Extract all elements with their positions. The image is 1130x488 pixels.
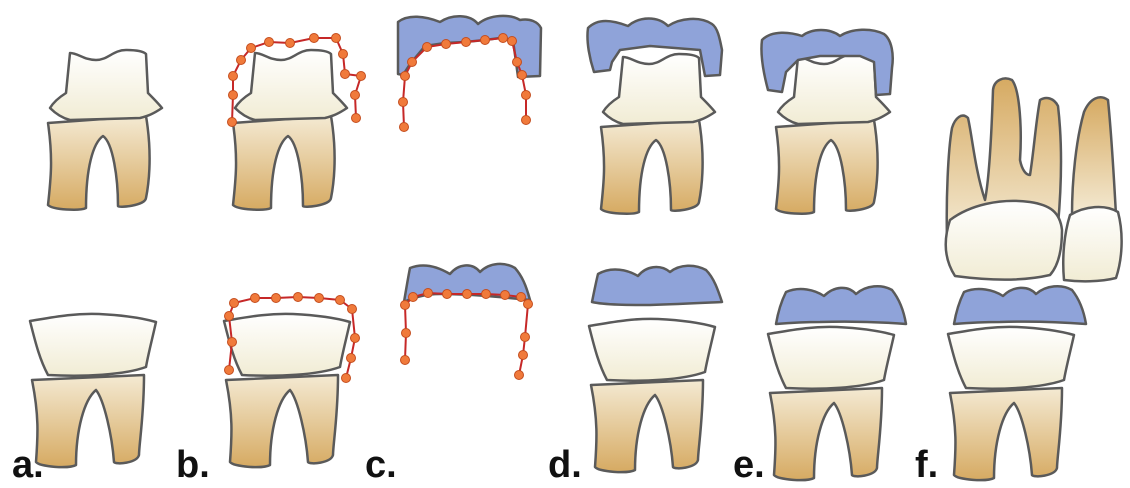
panel-c-lower-margin-trace	[401, 289, 533, 380]
panel-e-lower-tooth	[768, 327, 894, 480]
panel-f-opposing-upper-teeth	[946, 78, 1122, 281]
panel-a-upper-tooth	[48, 50, 162, 210]
panel-f-lower-tooth	[948, 327, 1074, 480]
panel-d-lower-restoration	[592, 266, 722, 305]
panel-e-lower-restoration	[776, 286, 906, 324]
panel-label-e: e.	[733, 446, 765, 484]
panel-a-lower-tooth	[30, 314, 156, 467]
panel-label-c: c.	[365, 446, 397, 484]
panel-d-lower-tooth	[589, 319, 715, 472]
panel-f-lower-restoration	[954, 286, 1086, 324]
panel-e-upper-tooth	[776, 54, 890, 214]
panel-label-f: f.	[915, 446, 938, 484]
panel-label-b: b.	[176, 446, 210, 484]
panel-label-d: d.	[548, 446, 582, 484]
panel-d-upper-tooth	[601, 54, 715, 214]
panel-b-upper-tooth	[233, 50, 347, 210]
panel-label-a: a.	[12, 446, 44, 484]
panel-b-lower-tooth	[224, 314, 350, 467]
